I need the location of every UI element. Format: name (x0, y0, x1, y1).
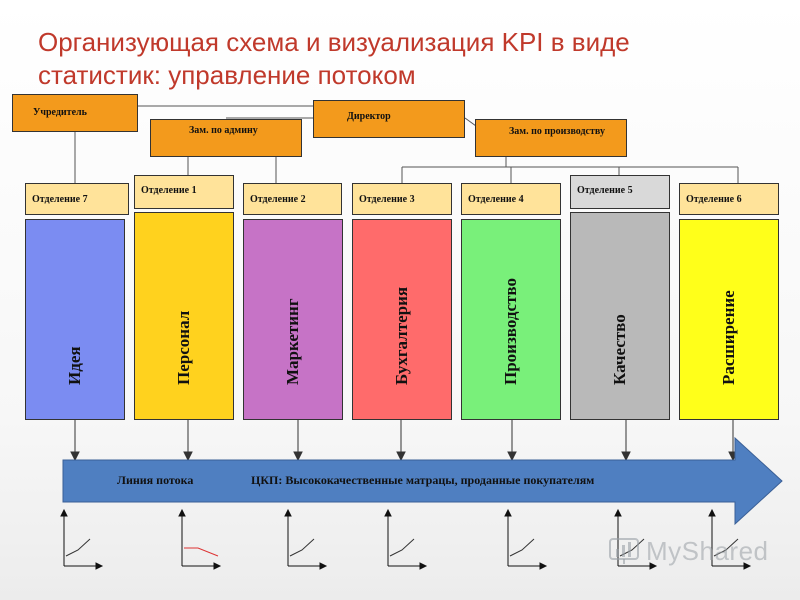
function-column-idea: Идея (25, 219, 125, 420)
kpi-graph-5-icon (504, 508, 548, 570)
function-column-quality: Качество (570, 212, 670, 420)
function-personnel-label: Персонал (174, 310, 193, 385)
kpi-graph-3-icon (284, 508, 328, 570)
watermark-logo-icon (609, 538, 639, 564)
kpi-graph-1-icon (60, 508, 104, 570)
function-column-accounting: Бухгалтерия (352, 219, 452, 420)
founder-label: Учредитель (33, 107, 87, 118)
deputy-production-box: Зам. по производству (475, 119, 627, 157)
director-box: Директор (313, 100, 465, 138)
function-column-expansion: Расширение (679, 219, 779, 420)
department-1-label: Отделение 1 (141, 185, 197, 196)
slide-title-line-1: Организующая схема и визуализация KPI в … (38, 27, 630, 57)
function-expansion-label: Расширение (719, 290, 738, 385)
department-5-label: Отделение 5 (577, 185, 633, 196)
deputy-production-label: Зам. по производству (509, 126, 605, 137)
slide-title-line-2: статистик: управление потоком (38, 60, 416, 90)
slide-title: Организующая схема и визуализация KPI в … (38, 26, 758, 92)
department-6-label: Отделение 6 (686, 194, 742, 205)
function-accounting-label: Бухгалтерия (392, 286, 411, 385)
department-4-label: Отделение 4 (468, 194, 524, 205)
function-column-marketing: Маркетинг (243, 219, 343, 420)
department-3-label: Отделение 3 (359, 194, 415, 205)
director-label: Директор (347, 111, 391, 122)
kpi-graph-2-icon (178, 508, 222, 570)
function-column-personnel: Персонал (134, 212, 234, 420)
function-idea-label: Идея (65, 346, 84, 385)
department-2-header: Отделение 2 (243, 183, 342, 215)
function-marketing-label: Маркетинг (283, 298, 302, 385)
flow-line-label: Линия потока (117, 473, 194, 487)
department-6-header: Отделение 6 (679, 183, 779, 215)
department-7-label: Отделение 7 (32, 194, 88, 205)
department-4-header: Отделение 4 (461, 183, 561, 215)
department-1-header: Отделение 1 (134, 175, 234, 209)
deputy-admin-label: Зам. по админу (189, 125, 258, 136)
valuable-final-product-label: ЦКП: Высококачественные матрацы, проданн… (251, 473, 595, 487)
department-2-label: Отделение 2 (250, 194, 306, 205)
watermark-text: MyShared (646, 536, 769, 566)
founder-box: Учредитель (12, 94, 138, 132)
department-3-header: Отделение 3 (352, 183, 452, 215)
function-quality-label: Качество (610, 314, 629, 385)
department-7-header: Отделение 7 (25, 183, 129, 215)
deputy-admin-box: Зам. по админу (150, 119, 302, 157)
function-production-label: Производство (501, 278, 520, 385)
function-column-production: Производство (461, 219, 561, 420)
kpi-graph-7-icon (708, 508, 752, 570)
flow-arrow (62, 436, 783, 526)
department-5-header: Отделение 5 (570, 175, 670, 209)
kpi-graph-4-icon (384, 508, 428, 570)
